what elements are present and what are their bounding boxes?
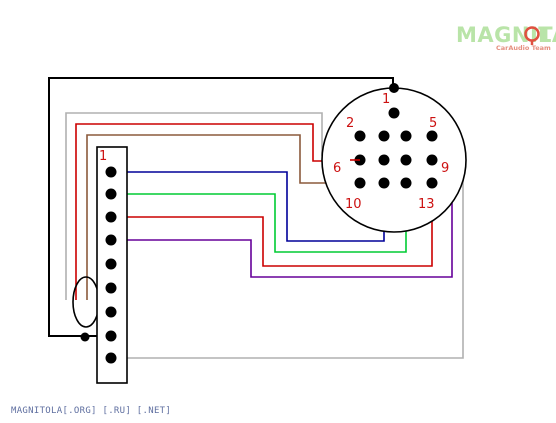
round-pin-label: 13 bbox=[418, 197, 435, 212]
strip-connector-body bbox=[96, 146, 128, 384]
strip-connector: 1 bbox=[96, 146, 128, 384]
round-pin bbox=[378, 177, 390, 189]
strip-pin bbox=[105, 330, 117, 342]
strip-pin bbox=[105, 166, 117, 178]
round-pin-label: 1 bbox=[382, 92, 390, 107]
round-pin-label: 2 bbox=[346, 116, 354, 131]
strip-pin bbox=[105, 234, 117, 246]
logo-o-ring-icon bbox=[524, 26, 540, 42]
footer-site-text: MAGNITOLA[.ORG] [.RU] [.NET] bbox=[11, 406, 172, 416]
strip-pin bbox=[105, 211, 117, 223]
logo-text-right: LA bbox=[538, 23, 556, 47]
round-pin bbox=[426, 177, 438, 189]
round-pin bbox=[426, 154, 438, 166]
round-pin bbox=[378, 130, 390, 142]
round-connector: 1 2 5 6 9 10 13 bbox=[321, 83, 467, 233]
round-pin bbox=[388, 107, 400, 119]
round-pin bbox=[400, 177, 412, 189]
strip-pin-1-label: 1 bbox=[99, 149, 107, 164]
round-pin-1 bbox=[389, 83, 399, 93]
wire-black bbox=[48, 77, 394, 337]
shield-ellipse bbox=[72, 276, 100, 328]
strip-pin bbox=[105, 352, 117, 364]
round-pin bbox=[400, 154, 412, 166]
wire-brown bbox=[86, 134, 360, 300]
logo-subtitle: CarAudio Team bbox=[496, 44, 551, 52]
round-pin bbox=[354, 130, 366, 142]
round-pin bbox=[378, 154, 390, 166]
round-pin-label: 9 bbox=[441, 161, 449, 176]
magnitola-logo: MAGNIT LA CarAudio Team bbox=[456, 23, 556, 52]
round-pin bbox=[354, 177, 366, 189]
wire-red-bottom bbox=[112, 183, 433, 267]
strip-pin bbox=[105, 188, 117, 200]
strip-pin bbox=[105, 306, 117, 318]
round-pin-label: 5 bbox=[429, 116, 437, 131]
round-pin bbox=[400, 130, 412, 142]
logo-text-left: MAGNIT bbox=[456, 23, 553, 47]
round-pin bbox=[426, 130, 438, 142]
strip-pin bbox=[105, 282, 117, 294]
round-pin-label: 6 bbox=[333, 161, 341, 176]
wire-black-junction bbox=[80, 332, 90, 342]
round-pin-label: 10 bbox=[345, 197, 362, 212]
strip-pin bbox=[105, 258, 117, 270]
